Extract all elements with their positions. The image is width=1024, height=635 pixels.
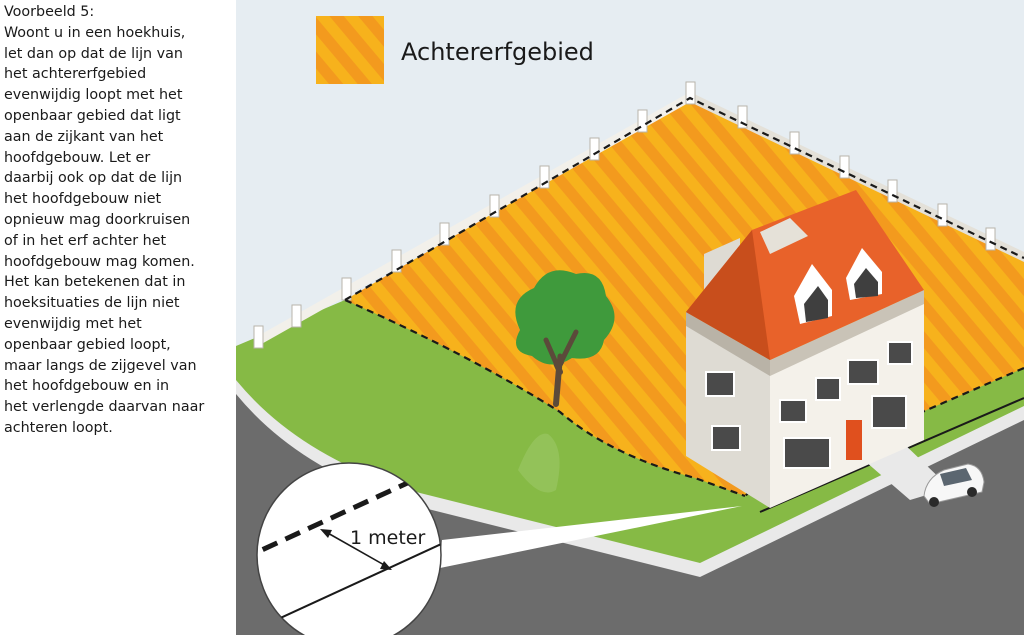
window — [784, 438, 830, 468]
description-line: het hoofdgebouw niet — [4, 189, 236, 210]
window — [848, 360, 878, 384]
legend-swatch — [316, 16, 384, 84]
description-line: hoofdgebouw. Let er — [4, 148, 236, 169]
description-line: het hoofdgebouw en in — [4, 376, 236, 397]
description-line: hoofdgebouw mag komen. — [4, 252, 236, 273]
distance-label: 1 meter — [350, 527, 425, 549]
description-line: achteren loopt. — [4, 418, 236, 439]
example-heading: Voorbeeld 5: — [4, 2, 236, 23]
description-line: openbaar gebied dat ligt — [4, 106, 236, 127]
front-door — [846, 420, 862, 460]
description-line: openbaar gebied loopt, — [4, 335, 236, 356]
legend-label: Achtererfgebied — [401, 38, 594, 66]
description-line: evenwijdig met het — [4, 314, 236, 335]
description-line: Woont u in een hoekhuis, — [4, 23, 236, 44]
window — [712, 426, 740, 450]
description-line: daarbij ook op dat de lijn — [4, 168, 236, 189]
description-line: of in het erf achter het — [4, 231, 236, 252]
description-line: het achtererfgebied — [4, 64, 236, 85]
window — [816, 378, 840, 400]
description-line: aan de zijkant van het — [4, 127, 236, 148]
description-line: maar langs de zijgevel van — [4, 356, 236, 377]
description-line: het verlengde daarvan naar — [4, 397, 236, 418]
window — [872, 396, 906, 428]
description-line: evenwijdig loopt met het — [4, 85, 236, 106]
zoom-lens — [257, 463, 441, 635]
window — [706, 372, 734, 396]
backyard-illustration: 1 meter Achtererfgebied — [236, 0, 1024, 635]
description-line: Het kan betekenen dat in — [4, 272, 236, 293]
window — [780, 400, 806, 422]
description-line: let dan op dat de lijn van — [4, 44, 236, 65]
description-panel: Voorbeeld 5: Woont u in een hoekhuis, le… — [0, 0, 236, 635]
description-line: opnieuw mag doorkruisen — [4, 210, 236, 231]
window — [888, 342, 912, 364]
description-line: hoeksituaties de lijn niet — [4, 293, 236, 314]
